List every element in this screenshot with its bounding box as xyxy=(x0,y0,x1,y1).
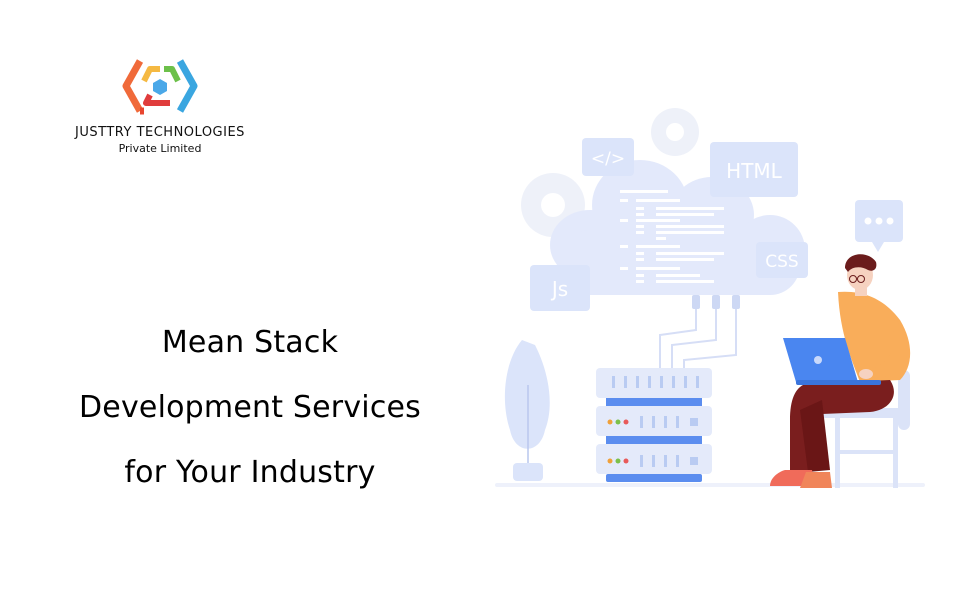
company-subtitle: Private Limited xyxy=(118,142,202,155)
headline: Mean Stack Development Services for Your… xyxy=(40,310,460,505)
company-name: JUSTTRY TECHNOLOGIES xyxy=(75,125,245,140)
code-lines xyxy=(620,190,724,283)
svg-text:</>: </> xyxy=(591,149,625,169)
headline-line-2: Development Services xyxy=(79,390,421,425)
js-badge: Js xyxy=(530,265,590,311)
css-badge: CSS xyxy=(756,242,808,278)
svg-text:HTML: HTML xyxy=(726,159,783,183)
server-rack-icon xyxy=(596,368,712,482)
gear-icon xyxy=(521,108,699,237)
plant-icon xyxy=(504,340,550,481)
chat-bubble-icon xyxy=(855,200,903,252)
company-logo: JUSTTRY TECHNOLOGIES Private Limited xyxy=(55,55,265,155)
hexagon-logo-icon xyxy=(122,59,198,115)
svg-text:Js: Js xyxy=(550,277,568,301)
code-badge: </> xyxy=(582,138,634,176)
headline-line-1: Mean Stack xyxy=(161,325,339,360)
developer-illustration: </> HTML CSS Js xyxy=(495,108,925,488)
developer-person xyxy=(770,254,911,488)
cables xyxy=(659,300,737,368)
html-badge: HTML xyxy=(710,142,798,197)
svg-text:CSS: CSS xyxy=(765,252,798,272)
headline-line-3: for Your Industry xyxy=(124,455,376,490)
